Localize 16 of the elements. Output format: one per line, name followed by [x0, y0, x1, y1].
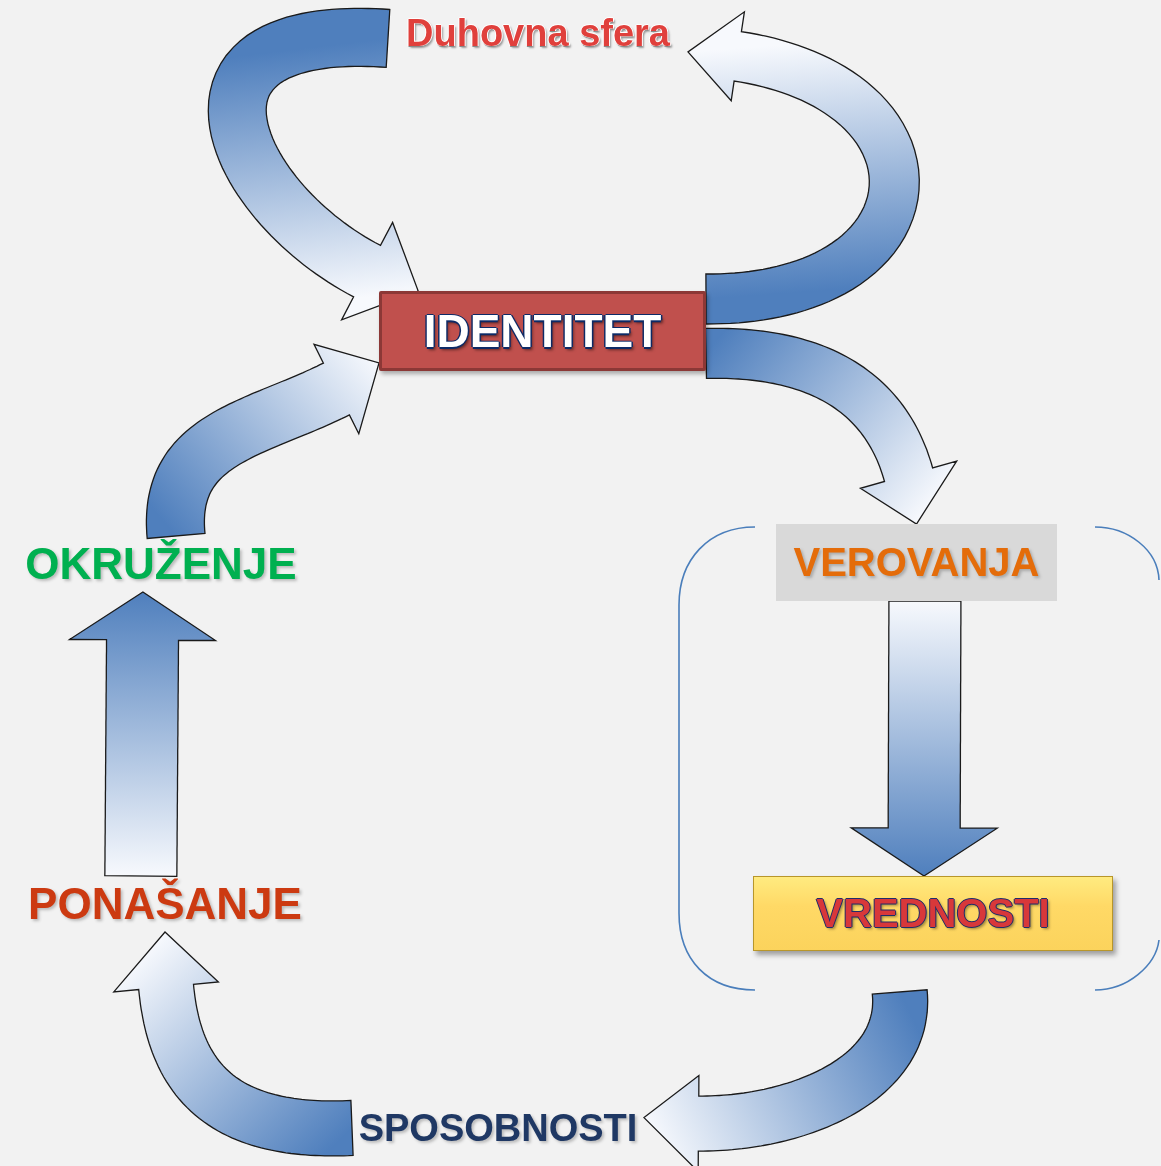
concept-label: SPOSOBNOSTI	[352, 1102, 644, 1154]
curved-block-arrow	[643, 989, 929, 1166]
curved-block-arrow	[145, 343, 380, 540]
concept-label: VEROVANJA	[793, 540, 1040, 585]
curved-block-arrow	[207, 7, 420, 322]
concept-box	[776, 524, 1057, 601]
block-arrow	[67, 591, 218, 877]
concept-label: VREDNOSTI	[816, 891, 1050, 936]
block-arrow	[849, 600, 1000, 877]
concept-label: OKRUŽENJE	[10, 536, 312, 592]
concept-label: IDENTITET	[423, 304, 662, 358]
concept-box	[379, 291, 706, 371]
concept-box	[753, 876, 1113, 951]
curved-block-arrow	[687, 10, 920, 325]
concept-label: Duhovna sfera	[388, 6, 688, 60]
concept-label: PONAŠANJE	[14, 876, 316, 932]
